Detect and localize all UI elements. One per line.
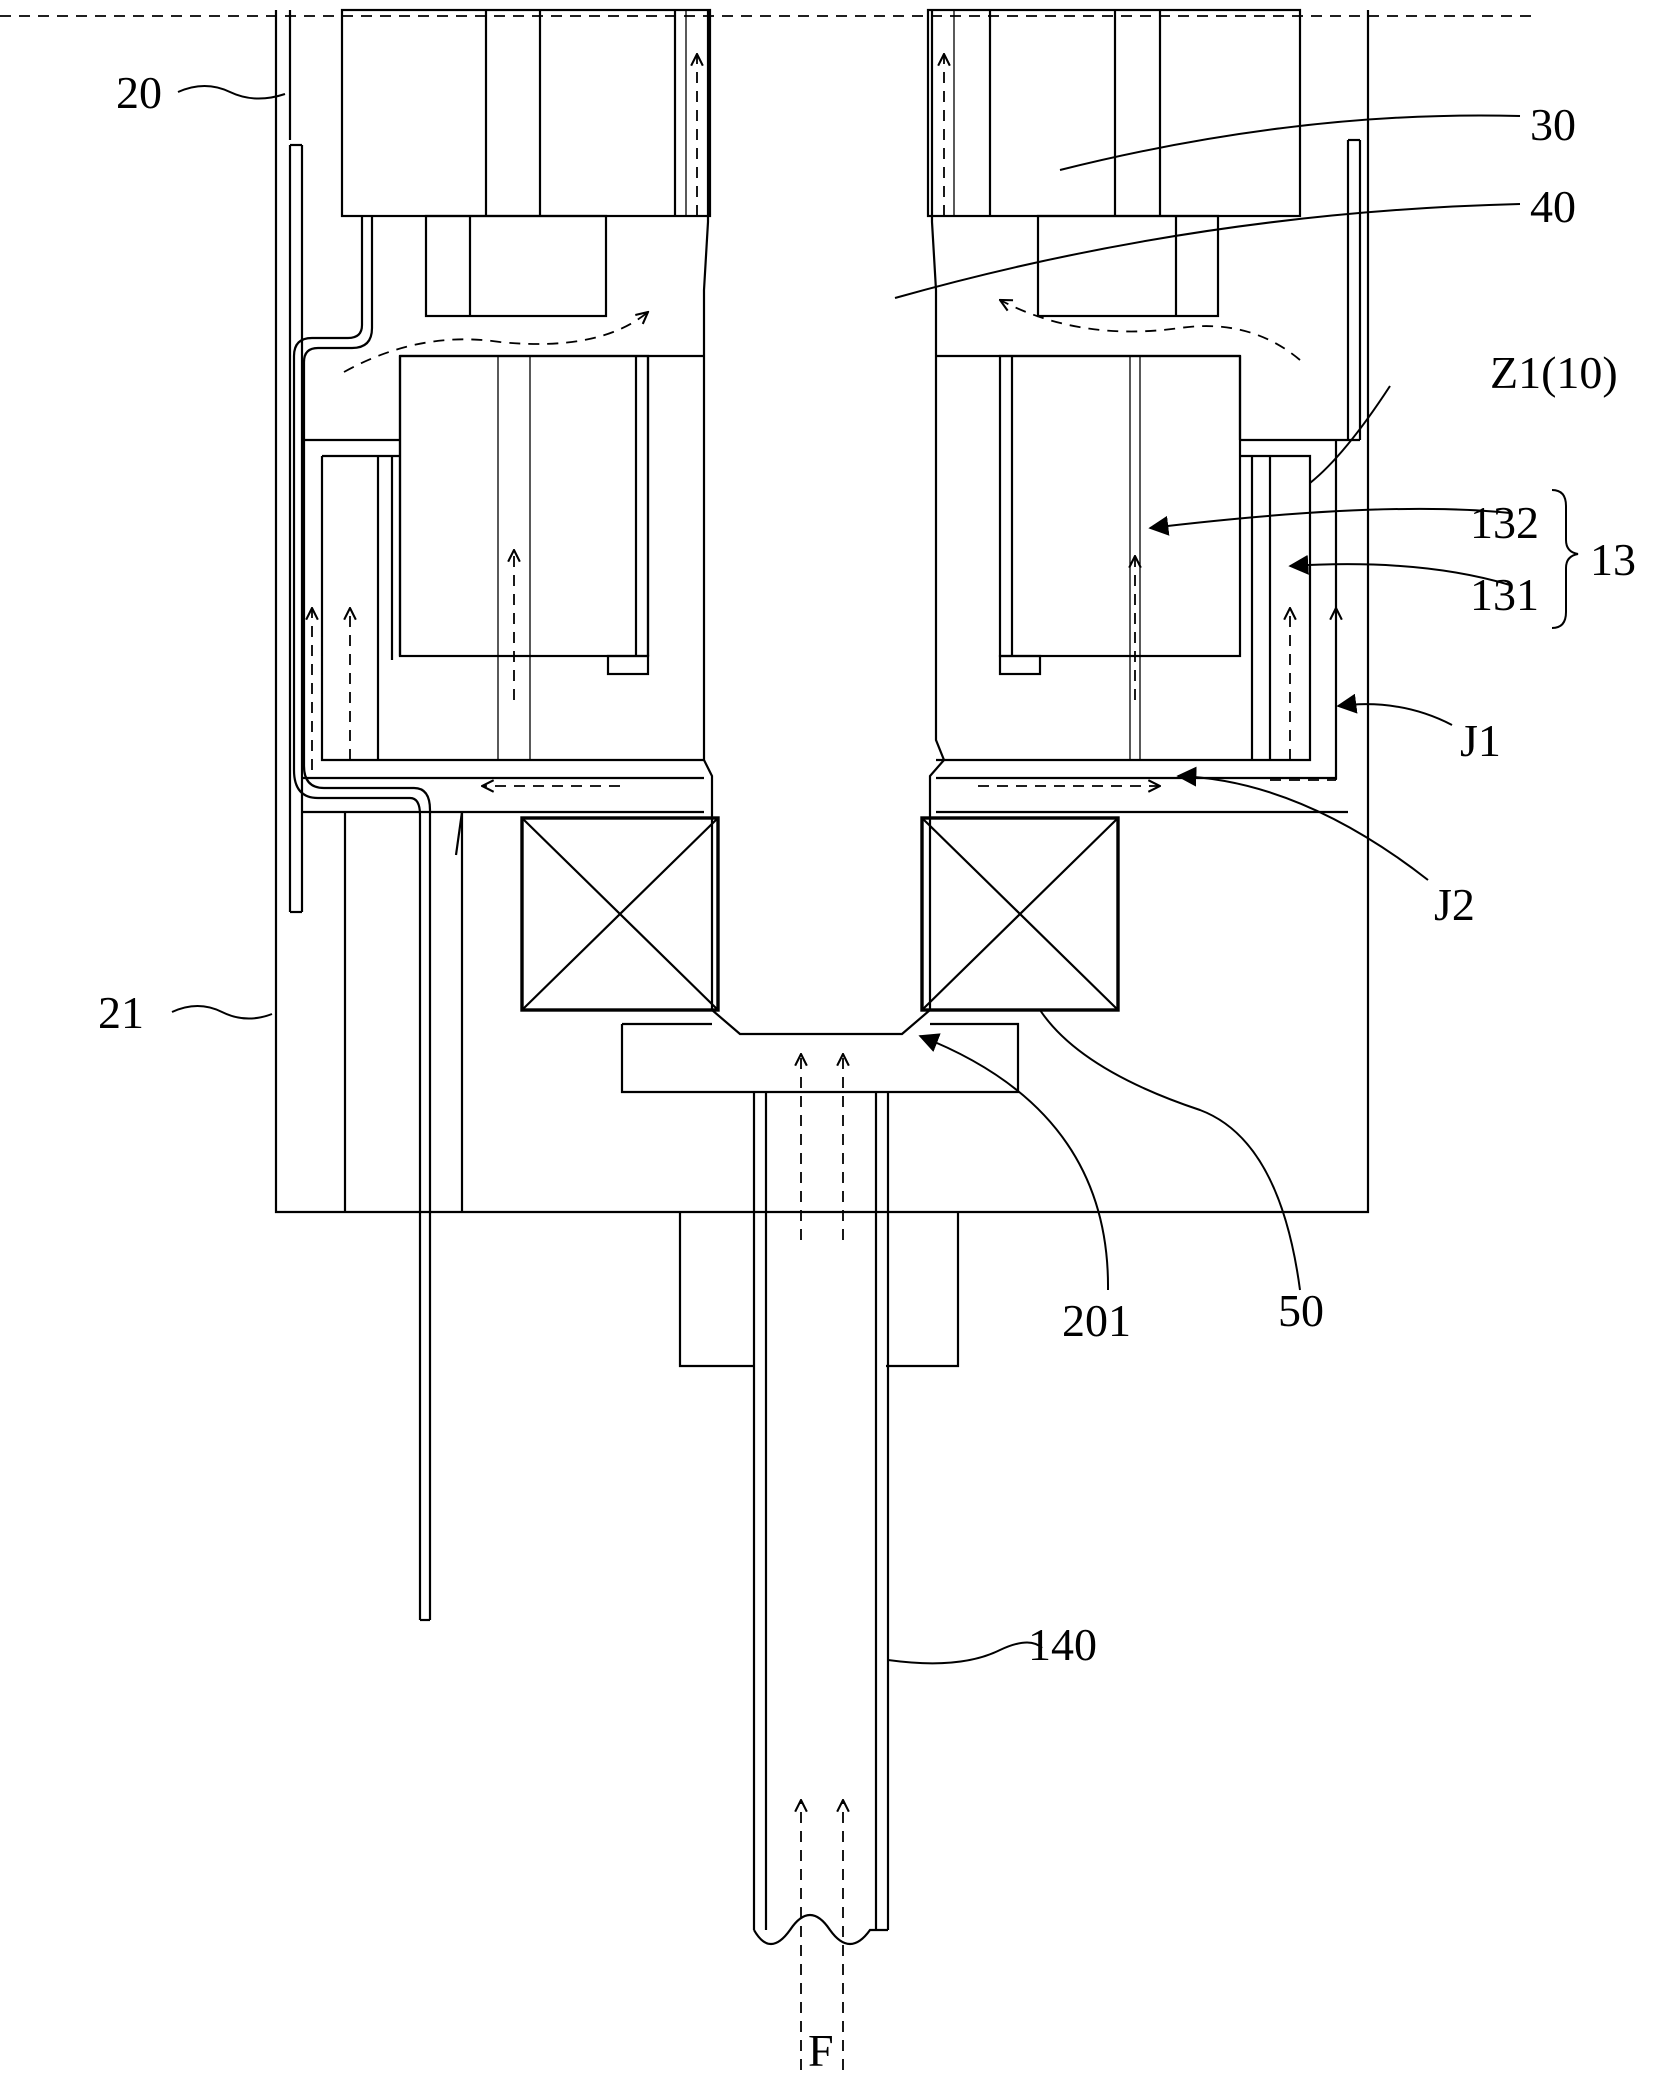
- base-flange: [680, 1212, 958, 1366]
- label-j1: J1: [1460, 715, 1501, 766]
- label-131: 131: [1470, 569, 1539, 620]
- label-140: 140: [1028, 1619, 1097, 1670]
- cooling-structure-left: [302, 356, 704, 812]
- label-201: 201: [1062, 1295, 1131, 1346]
- stator-end-blocks: [426, 216, 1218, 316]
- label-j2: J2: [1434, 879, 1475, 930]
- label-40: 40: [1530, 181, 1576, 232]
- shaft-bottom-201: [622, 818, 1018, 1092]
- label-30: 30: [1530, 99, 1576, 150]
- label-50: 50: [1278, 1285, 1324, 1336]
- stator-30: [342, 10, 1300, 216]
- label-z1: Z1(10): [1490, 347, 1618, 398]
- cooling-pipe-left: [294, 216, 430, 1620]
- bearing-50-left: [522, 818, 718, 1010]
- bearing-50-right: [922, 818, 1118, 1010]
- label-f: F: [808, 2025, 834, 2073]
- label-13: 13: [1590, 534, 1636, 585]
- label-132: 132: [1470, 497, 1539, 548]
- flow-arrow: [344, 312, 648, 372]
- outer-housing-21: [276, 10, 1368, 1212]
- labels: 20 30 40 Z1(10) 132 131 13 J1 J2 21 201 …: [98, 67, 1636, 2073]
- label-20: 20: [116, 67, 162, 118]
- cooling-structure-right: [936, 356, 1348, 812]
- housing-inner-walls: [345, 812, 462, 1212]
- flow-arrow: [1000, 300, 1300, 360]
- feed-pipe-140: [754, 1092, 888, 1944]
- label-21: 21: [98, 987, 144, 1038]
